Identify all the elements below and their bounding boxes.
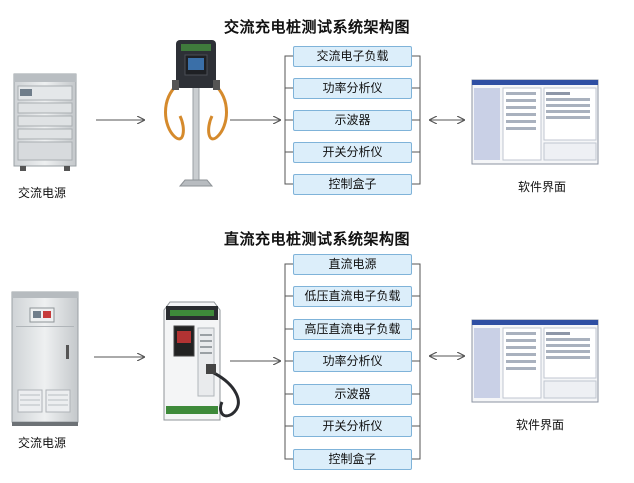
ac-power-source-image — [13, 73, 77, 171]
ac-source-label: 交流电源 — [18, 186, 67, 200]
ac-diagram-title: 交流充电桩测试系统架构图 — [223, 18, 410, 36]
ac-software-screenshot — [471, 79, 599, 165]
dc-charging-pile-image — [163, 301, 240, 421]
dc-instrument-box: 示波器 — [293, 384, 412, 405]
dc-instrument-box: 直流电源 — [293, 254, 412, 275]
dc-diagram-title: 直流充电桩测试系统架构图 — [223, 230, 410, 248]
dc-software-label: 软件界面 — [516, 418, 565, 432]
ac-instrument-box: 控制盒子 — [293, 174, 412, 195]
ac-software-label: 软件界面 — [518, 180, 567, 194]
ac-instrument-box: 交流电子负载 — [293, 46, 412, 67]
dc-power-source-image — [11, 291, 79, 426]
dc-instrument-box: 功率分析仪 — [293, 351, 412, 372]
ac-instrument-box: 示波器 — [293, 110, 412, 131]
dc-instrument-box: 高压直流电子负载 — [293, 319, 412, 340]
dc-instrument-box: 开关分析仪 — [293, 416, 412, 437]
dc-software-screenshot — [471, 319, 599, 403]
dc-source-label: 交流电源 — [18, 436, 67, 450]
ac-instrument-box: 功率分析仪 — [293, 78, 412, 99]
dc-instrument-box: 控制盒子 — [293, 449, 412, 470]
ac-instrument-box: 开关分析仪 — [293, 142, 412, 163]
ac-charging-pile-image — [164, 40, 228, 187]
dc-instrument-box: 低压直流电子负载 — [293, 286, 412, 307]
